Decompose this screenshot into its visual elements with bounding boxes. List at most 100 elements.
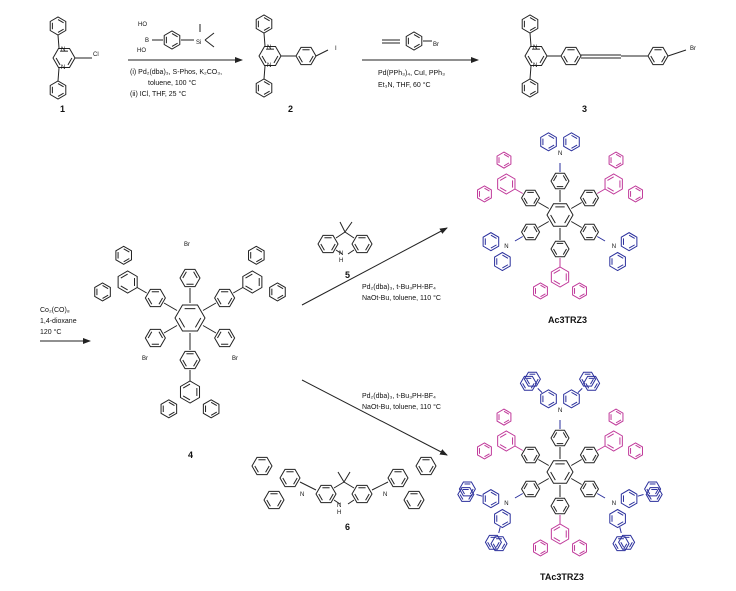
compound-label-1: 1 — [60, 104, 65, 114]
bond — [596, 188, 606, 194]
double-bond — [413, 43, 420, 48]
double-bond — [646, 488, 651, 495]
double-bond — [574, 55, 579, 63]
step5-line1: Pd₂(dba)₃, t-Bu₃PH-BF₄ — [362, 393, 436, 400]
bond — [263, 32, 266, 47]
atom-cl: Cl — [93, 52, 99, 58]
double-bond — [273, 55, 279, 64]
double-bond — [623, 543, 628, 549]
step5-line2: NaOt-Bu, toluene, 110 °C — [362, 403, 441, 411]
double-bond — [635, 196, 641, 201]
double-bond — [592, 454, 597, 461]
double-bond — [210, 411, 218, 416]
double-bond — [390, 477, 395, 485]
bond — [514, 236, 524, 242]
double-bond — [635, 187, 641, 192]
phenyl-ring — [520, 446, 541, 464]
phenyl-ring — [533, 539, 548, 557]
step1-line3: (ii) ICl, THF, 25 °C — [130, 90, 186, 98]
phenyl-ring — [521, 78, 539, 98]
acridine-ring — [583, 375, 601, 391]
phenyl-ring — [179, 350, 201, 370]
phenyl-ring — [403, 490, 425, 510]
step3-line3: 120 °C — [40, 328, 61, 336]
tac3trz3-structure: NNN — [457, 371, 663, 557]
core-benzene-ring — [174, 304, 206, 332]
double-bond — [548, 391, 555, 397]
double-bond — [502, 511, 509, 516]
double-bond — [553, 269, 561, 274]
bond — [538, 221, 549, 228]
phenyl-ring — [608, 408, 624, 426]
phenyl-ring — [144, 288, 166, 308]
bond — [637, 494, 644, 497]
triazine-ring — [52, 47, 76, 69]
phenyl-ring — [115, 245, 132, 265]
double-bond — [614, 543, 619, 549]
triazine-ring — [242, 270, 263, 294]
phenyl-ring — [496, 151, 512, 169]
double-bond — [529, 26, 536, 31]
double-bond — [123, 248, 130, 253]
double-bond — [628, 501, 635, 506]
double-bond — [607, 187, 614, 192]
bond — [333, 499, 341, 505]
bond — [163, 325, 178, 334]
atom-n: N — [533, 45, 537, 51]
double-bond — [171, 33, 178, 38]
double-bond — [530, 383, 535, 389]
atom-n: N — [533, 63, 537, 69]
bond — [347, 499, 355, 505]
arrow-step-5 — [301, 379, 448, 456]
double-bond — [245, 273, 253, 279]
atom-n-5: N — [339, 251, 343, 257]
phenyl-ring — [248, 245, 265, 265]
bond — [315, 49, 329, 57]
step3-line1: Co₂(CO)₈ — [40, 307, 70, 314]
phenyl-ring — [163, 30, 181, 50]
double-bond — [102, 294, 109, 299]
double-bond — [158, 331, 163, 339]
bond — [299, 481, 317, 491]
bond — [57, 67, 60, 82]
double-bond — [629, 542, 633, 548]
double-bond — [628, 234, 635, 239]
double-bond — [193, 271, 198, 279]
double-bond — [550, 214, 556, 224]
atom-n: N — [504, 244, 508, 250]
double-bond — [459, 494, 464, 500]
double-bond — [563, 55, 568, 63]
atom-n: N — [61, 65, 65, 71]
acridine-ring — [484, 534, 502, 550]
double-bond — [540, 541, 546, 546]
triazine-ring — [550, 266, 570, 288]
double-bond — [579, 293, 585, 298]
double-bond — [309, 55, 314, 63]
phenyl-ring — [520, 189, 541, 207]
double-bond — [298, 55, 303, 63]
double-bond — [227, 331, 233, 339]
double-bond — [533, 483, 538, 490]
atom-h-6: H — [337, 510, 341, 516]
double-bond — [217, 297, 222, 305]
double-bond — [607, 433, 614, 438]
double-bond — [553, 505, 558, 512]
double-bond — [57, 83, 64, 88]
bond — [163, 302, 178, 311]
bond — [514, 188, 524, 194]
compound-3-structure: NN — [521, 14, 687, 98]
double-bond — [540, 284, 546, 289]
atom-n: N — [504, 501, 508, 507]
double-bond — [484, 453, 490, 458]
phenyl-ring — [351, 484, 373, 504]
atom-n: N — [300, 492, 304, 498]
bond — [571, 459, 582, 466]
atom-n: N — [61, 47, 65, 53]
double-bond — [661, 55, 666, 63]
bond — [537, 388, 543, 393]
double-bond — [503, 419, 510, 424]
double-bond — [461, 488, 465, 495]
phenyl-ring — [579, 480, 600, 498]
double-bond — [329, 493, 334, 501]
bond — [335, 249, 343, 255]
